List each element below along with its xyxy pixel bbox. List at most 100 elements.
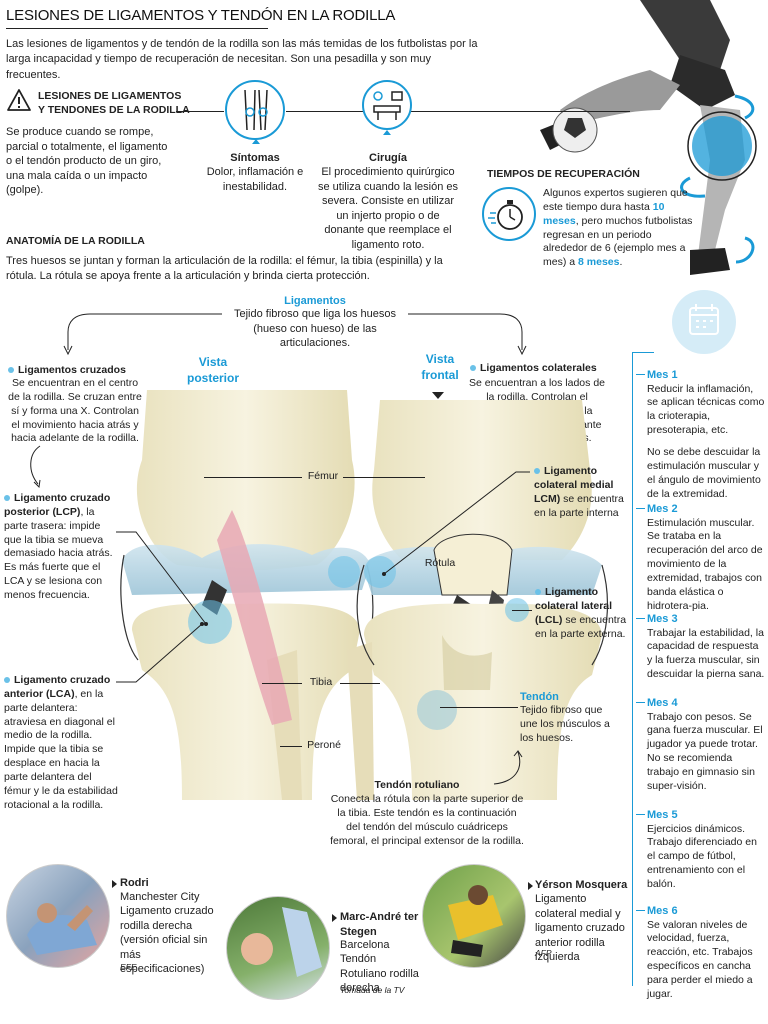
lcp-leader-line [116, 531, 208, 626]
title-rule [6, 28, 268, 29]
timeline-tick [636, 910, 645, 911]
knee-anatomy-illustration [120, 390, 609, 800]
surgery-icon-circle [362, 80, 412, 130]
tiempos-highlight-10-meses: 10 meses [543, 200, 665, 227]
timeline-tick [636, 814, 645, 815]
month-label: Mes 3 [647, 613, 678, 625]
cirugia-title: Cirugía [369, 152, 407, 164]
page-title: LESIONES DE LIGAMENTOS Y TENDÓN EN LA RO… [6, 7, 396, 24]
lcm-text: Ligamento colateral medial LCM) se encue… [534, 465, 634, 520]
lcm-description: se encuentra en la parte interna [534, 492, 624, 519]
photo-credit: Tomada de la TV [340, 985, 405, 995]
month-text-secondary: No se debe descuidar la estimulación mus… [647, 445, 761, 500]
lesiones-heading-2: Y TENDONES DE LA RODILLA [38, 104, 190, 116]
connector-line [286, 111, 364, 112]
player-injury: Tendón Rotuliano rodilla derecha [340, 953, 419, 995]
lca-leader-line [116, 622, 204, 683]
pointer-triangle [252, 139, 260, 144]
connector-line [410, 111, 630, 112]
leader-line [280, 746, 302, 747]
timeline-tick [636, 374, 645, 375]
ligamentos-title: Ligamentos [284, 295, 346, 307]
lcp-title: Ligamento cruzado posterior [4, 492, 111, 518]
month-label: Mes 2 [647, 503, 678, 515]
month-text: Trabajo con pesos. Se gana fuerza muscul… [647, 710, 763, 792]
connector-line [176, 111, 224, 112]
lcp-text: Ligamento cruzado posterior (LCP), la pa… [4, 492, 120, 603]
player-photo-rodri [6, 864, 110, 968]
warning-icon [7, 89, 31, 111]
rotuliano-title: Tendón rotuliano [374, 779, 460, 791]
player-name: Yérson Mosquera [535, 879, 628, 891]
bullet-dot-icon [4, 495, 10, 502]
anatomia-title: ANATOMÍA DE LA RODILLA [6, 235, 145, 247]
sintomas-text: Dolor, inflamación e inestabilidad. [206, 166, 304, 193]
timeline-line [632, 352, 633, 986]
pointer-triangle [528, 882, 533, 890]
player-team: Barcelona [340, 939, 390, 951]
timeline-top-tick [632, 352, 654, 353]
leader-line [440, 707, 518, 708]
lesiones-text: Se produce cuando se rompe, parcial o to… [6, 126, 168, 197]
ligamentos-text: Tejido fibroso que liga los huesos (hues… [233, 308, 397, 350]
tiempos-text-a: Algunos expertos sugieren que este tiemp… [543, 187, 688, 213]
tendon-text: Tejido fibroso que une los músculos a lo… [520, 704, 610, 744]
bullet-dot-icon [534, 468, 540, 475]
leader-line [262, 683, 302, 684]
leader-line [204, 477, 302, 478]
posterior-knee [120, 390, 374, 800]
player-name: Rodri [120, 877, 149, 889]
month-label: Mes 1 [647, 369, 678, 381]
player-photo-mosquera [422, 864, 526, 968]
symptoms-icon-circle [225, 80, 285, 140]
month-text: Reducir la inflamación, se aplican técni… [647, 382, 765, 437]
bullet-dot-icon [470, 365, 476, 372]
lca-abbr: (LCA) [46, 687, 75, 700]
leader-line [343, 477, 425, 478]
perone-label: Peroné [307, 739, 341, 751]
rotula-label: Rótula [424, 557, 456, 569]
tiempos-text-c: . [619, 256, 623, 269]
femur-label: Fémur [307, 470, 339, 482]
player-photo-ter-stegen [226, 896, 330, 1000]
down-arrow-icon [432, 392, 444, 399]
vista-frontal-label-1: Vista [425, 352, 455, 366]
player-injury: Ligamento cruzado rodilla derecha (versi… [120, 905, 214, 976]
tiempos-text: Algunos expertos sugieren que este tiemp… [543, 187, 693, 270]
photo-credit: EFE [120, 962, 137, 972]
lcm-title: Ligamento colateral medial [534, 465, 614, 491]
player-injury: Ligamento colateral medial y ligamento c… [535, 893, 625, 964]
colaterales-title: Ligamentos colaterales [470, 362, 597, 376]
leader-line [512, 610, 532, 611]
player-team: Manchester City [120, 891, 200, 903]
cirugia-text: El procedimiento quirúrgico se utiliza c… [317, 166, 459, 251]
lesiones-heading-1: LESIONES DE LIGAMENTOS [38, 90, 182, 102]
lcl-title: Ligamento colateral lateral [535, 586, 613, 612]
curved-arrow-icon [493, 750, 523, 785]
lca-text: Ligamento cruzado anterior (LCA), en la … [4, 674, 120, 813]
bullet-dot-icon [535, 589, 541, 596]
tiempos-title: TIEMPOS DE RECUPERACIÓN [487, 168, 640, 180]
vista-posterior-label-2: posterior [186, 371, 239, 385]
ligamentos-bracket [63, 313, 527, 356]
lcp-description: , la parte trasera: impide que la tibia … [4, 505, 113, 602]
lca-description: , en la parte delantera: atraviesa en di… [4, 687, 118, 811]
month-text: Trabajar la estabilidad, la capacidad de… [647, 626, 765, 681]
legs-icon [244, 89, 268, 131]
rotuliano-text: Conecta la rótula con la parte superior … [330, 793, 524, 847]
stopwatch-icon-circle [482, 187, 536, 241]
cruzados-title-text: Ligamentos cruzados [18, 364, 126, 376]
intro-text: Las lesiones de ligamentos y de tendón d… [6, 38, 478, 81]
lcp-abbr: (LCP) [52, 505, 81, 518]
lcm-leader-line [382, 471, 530, 576]
timeline-tick [636, 508, 645, 509]
month-label: Mes 4 [647, 697, 678, 709]
pointer-triangle [332, 914, 337, 922]
lcl-text: Ligamento colateral lateral (LCL) se enc… [535, 586, 635, 641]
month-text: Estimulación muscular. Se trataba en la … [647, 516, 763, 612]
